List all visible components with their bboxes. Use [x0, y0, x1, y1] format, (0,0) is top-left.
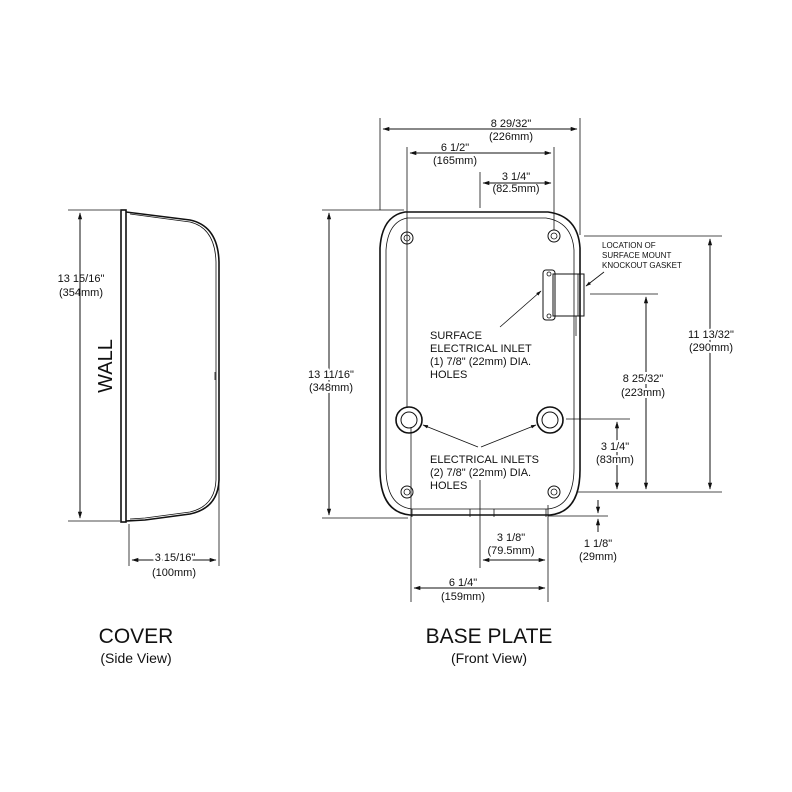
- side-view-title: COVER: [99, 625, 174, 648]
- gasket-note-line-3: KNOCKOUT GASKET: [602, 261, 682, 270]
- inlet-height-in: 3 1/4": [601, 441, 629, 453]
- surface-inlet-knockout: [542, 269, 585, 336]
- side-height-in: 13 15/16": [58, 273, 105, 285]
- bottom-tabs: [411, 509, 547, 517]
- front-view-subtitle: (Front View): [451, 650, 527, 666]
- bottom-offset-mm: (29mm): [579, 551, 617, 563]
- inlets-note-line-2: (2) 7/8" (22mm) DIA.: [430, 467, 531, 479]
- gasket-leader: [585, 271, 605, 287]
- front-view: 8 29/32" (226mm) 6 1/2" (165mm) 3 1/4" (…: [306, 118, 736, 666]
- mounting-hole-top-right: [547, 229, 561, 243]
- bottom-width-mm: (159mm): [441, 591, 485, 603]
- bottom-offset-in: 1 1/8": [584, 538, 612, 550]
- bottom-width-in: 6 1/4": [449, 577, 477, 589]
- top-holes-width-in: 6 1/2": [441, 142, 469, 154]
- plate-height-mm: (348mm): [309, 382, 353, 394]
- cover-inner-edge: [129, 213, 217, 520]
- side-depth-in: 3 15/16": [155, 552, 196, 564]
- wall-plate: [120, 209, 127, 523]
- top-holes-width-mm: (165mm): [433, 155, 477, 167]
- gasket-note-line-1: LOCATION OF: [602, 241, 656, 250]
- bottom-half-mm: (79.5mm): [487, 545, 534, 557]
- mounting-hole-bottom-left: [400, 485, 414, 499]
- side-view-subtitle: (Side View): [100, 650, 171, 666]
- surface-inlet-note-line-2: ELECTRICAL INLET: [430, 343, 532, 355]
- base-plate-outline: [379, 211, 581, 516]
- overall-height-mm: (290mm): [689, 342, 733, 354]
- plate-height-in: 13 11/16": [308, 369, 354, 381]
- wall-label: WALL: [95, 339, 117, 393]
- surface-inlet-note-line-3: (1) 7/8" (22mm) DIA.: [430, 356, 531, 368]
- cover-side-outline: [125, 211, 220, 522]
- inlet-leader-right: [480, 424, 537, 448]
- surface-inlet-note-line-4: HOLES: [430, 369, 467, 381]
- electrical-inlet-left: [395, 406, 423, 434]
- front-view-title: BASE PLATE: [426, 625, 553, 648]
- mounting-hole-bottom-right: [547, 485, 561, 499]
- inlet-leader-left: [422, 424, 479, 448]
- side-height-mm: (354mm): [59, 287, 103, 299]
- side-view: 13 15/16" (354mm) WALL 3 15/16" (100mm) …: [58, 209, 220, 666]
- overall-width-mm: (226mm): [489, 131, 533, 143]
- inlet-height-mm: (83mm): [596, 454, 634, 466]
- half-width-mm: (82.5mm): [492, 183, 539, 195]
- mid-height-mm: (223mm): [621, 387, 665, 399]
- mid-height-in: 8 25/32": [623, 373, 664, 385]
- inlets-note-line-3: HOLES: [430, 480, 467, 492]
- side-depth-mm: (100mm): [152, 567, 196, 579]
- inlets-note-line-1: ELECTRICAL INLETS: [430, 454, 539, 466]
- overall-width-in: 8 29/32": [491, 118, 532, 130]
- gasket-note-line-2: SURFACE MOUNT: [602, 251, 671, 260]
- electrical-inlet-right: [536, 406, 564, 434]
- overall-height-in: 11 13/32": [688, 329, 734, 341]
- half-width-in: 3 1/4": [502, 171, 530, 183]
- bottom-half-in: 3 1/8": [497, 532, 525, 544]
- surface-inlet-leader: [499, 290, 542, 328]
- surface-inlet-note-line-1: SURFACE: [430, 330, 482, 342]
- knockout-gasket: [552, 273, 585, 317]
